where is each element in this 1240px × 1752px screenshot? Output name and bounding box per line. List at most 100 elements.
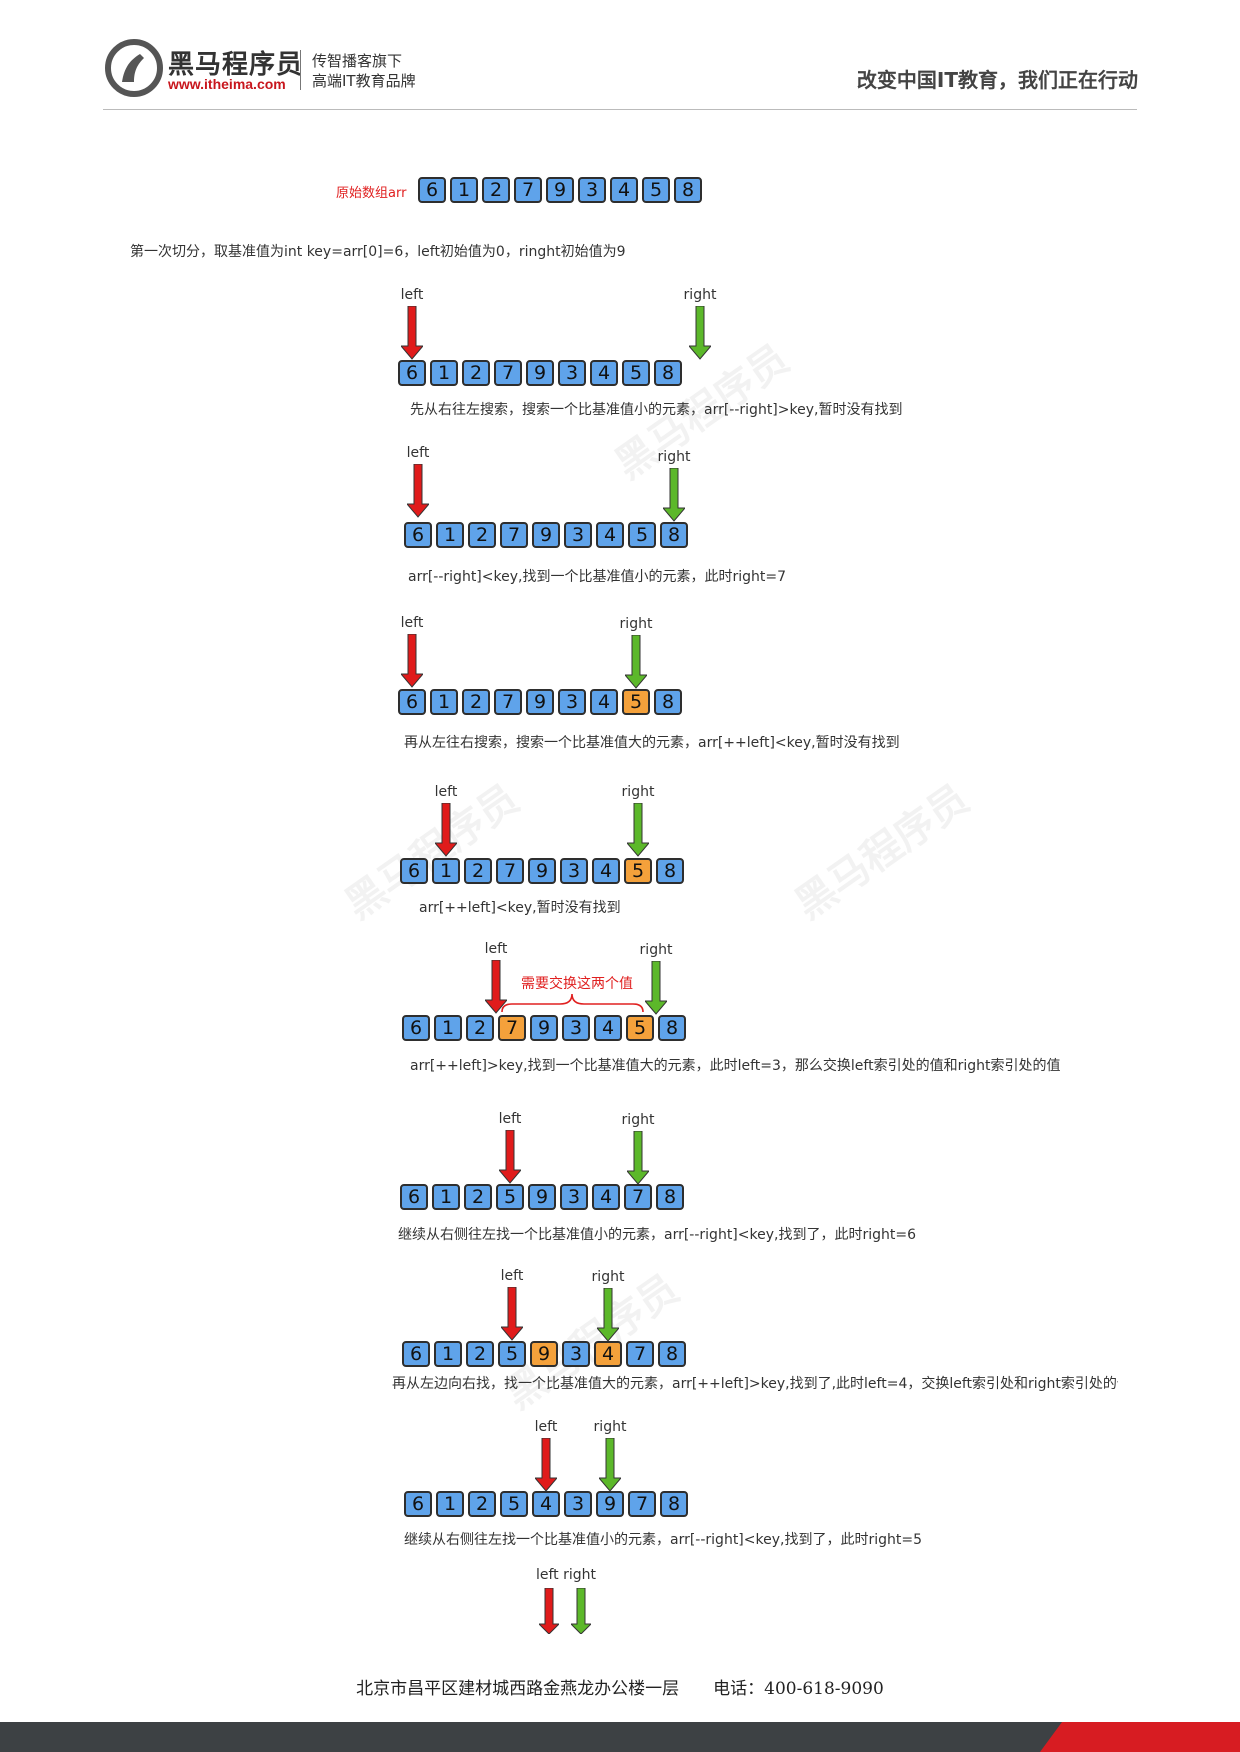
array-cell: 1 xyxy=(432,1184,460,1210)
array-cell: 6 xyxy=(402,1341,430,1367)
array-cell: 1 xyxy=(436,522,464,548)
left-pointer-label: left xyxy=(400,287,424,303)
header-slogan: 改变中国IT教育，我们正在行动 xyxy=(856,68,1138,92)
array-cell: 8 xyxy=(658,1015,686,1041)
final-pointer-label: left right xyxy=(536,1567,597,1583)
step-caption: arr[++left]<key,暂时没有找到 xyxy=(419,900,621,916)
right-arrow-icon xyxy=(627,803,649,857)
array-cell: 5 xyxy=(496,1184,524,1210)
array-cell: 3 xyxy=(562,1341,590,1367)
watermark: 黑马程序员 xyxy=(787,776,978,929)
array-cell: 4 xyxy=(596,522,624,548)
array-cell: 7 xyxy=(496,858,524,884)
right-arrow-icon xyxy=(689,306,711,360)
array-cell: 9 xyxy=(526,360,554,386)
array-cell: 2 xyxy=(468,522,496,548)
array-cell: 6 xyxy=(404,1491,432,1517)
array-cell: 4 xyxy=(590,360,618,386)
array-cell: 7 xyxy=(624,1184,652,1210)
right-pointer: right xyxy=(585,1418,635,1492)
array-cell: 3 xyxy=(558,360,586,386)
left-pointer-label: left xyxy=(500,1268,524,1284)
array-cell: 5 xyxy=(642,177,670,203)
header-divider xyxy=(103,109,1137,110)
right-pointer: right xyxy=(583,1268,633,1342)
right-arrow-icon xyxy=(625,635,647,689)
brand-url[interactable]: www.itheima.com xyxy=(168,76,286,92)
left-arrow-icon xyxy=(407,464,429,518)
array-cell: 2 xyxy=(466,1341,494,1367)
array-cell: 5 xyxy=(626,1015,654,1041)
array-cell: 5 xyxy=(498,1341,526,1367)
right-arrow-icon xyxy=(645,961,667,1015)
right-arrow-icon xyxy=(663,468,685,522)
array-cell: 4 xyxy=(610,177,638,203)
right-arrow-icon xyxy=(627,1131,649,1185)
array-cell: 9 xyxy=(546,177,574,203)
array-cell: 3 xyxy=(578,177,606,203)
right-pointer-label: right xyxy=(657,449,691,465)
array-cell: 5 xyxy=(622,360,650,386)
right-pointer-label: right xyxy=(591,1269,625,1285)
array-cell: 4 xyxy=(594,1015,622,1041)
array-cell: 9 xyxy=(596,1491,624,1517)
array-cell: 7 xyxy=(628,1491,656,1517)
right-pointer-label: right xyxy=(621,784,655,800)
swap-note: 需要交换这两个值 xyxy=(521,976,633,992)
array-cell: 2 xyxy=(468,1491,496,1517)
array-cell: 2 xyxy=(466,1015,494,1041)
right-arrow-icon xyxy=(597,1288,619,1342)
left-pointer-label: left xyxy=(434,784,458,800)
brand-tagline-1: 传智播客旗下 xyxy=(312,52,403,70)
final-right-arrow xyxy=(571,1588,591,1634)
horse-logo-icon xyxy=(105,39,163,97)
array-cell: 6 xyxy=(398,689,426,715)
left-arrow-icon xyxy=(485,960,507,1014)
array-cell: 7 xyxy=(498,1015,526,1041)
footer-bar xyxy=(0,1722,1240,1752)
right-pointer: right xyxy=(649,448,699,522)
array-cell: 8 xyxy=(660,522,688,548)
array-cell: 7 xyxy=(626,1341,654,1367)
brand-divider xyxy=(300,50,301,90)
array-cell: 1 xyxy=(436,1491,464,1517)
step-caption: 再从左边向右找，找一个比基准值大的元素，arr[++left]>key,找到了,… xyxy=(392,1376,1118,1392)
right-pointer: right xyxy=(613,783,663,857)
array-cell: 9 xyxy=(528,858,556,884)
right-pointer: right xyxy=(613,1111,663,1185)
left-arrow-icon xyxy=(401,634,423,688)
array-cell: 4 xyxy=(590,689,618,715)
left-pointer: left xyxy=(521,1418,571,1492)
left-pointer: left xyxy=(485,1110,535,1184)
array-cell: 5 xyxy=(624,858,652,884)
right-pointer: right xyxy=(631,941,681,1015)
left-arrow-icon xyxy=(435,803,457,857)
array-cell: 8 xyxy=(654,360,682,386)
array-cell: 9 xyxy=(530,1015,558,1041)
array-cell: 5 xyxy=(628,522,656,548)
right-arrow-icon xyxy=(599,1438,621,1492)
array-cell: 9 xyxy=(526,689,554,715)
brand-name: 黑马程序员 xyxy=(168,50,304,80)
array-cell: 1 xyxy=(434,1015,462,1041)
array-cell: 4 xyxy=(592,858,620,884)
intro-text: 第一次切分，取基准值为int key=arr[0]=6，left初始值为0，ri… xyxy=(130,244,626,260)
footer-accent xyxy=(1040,1722,1240,1752)
array-cell: 2 xyxy=(462,360,490,386)
right-pointer-label: right xyxy=(621,1112,655,1128)
array-cell: 6 xyxy=(400,858,428,884)
left-pointer: left xyxy=(387,286,437,360)
step-caption: 先从右往左搜索，搜索一个比基准值小的元素，arr[--right]>key,暂时… xyxy=(410,402,903,418)
array-cell: 4 xyxy=(592,1184,620,1210)
array-cell: 7 xyxy=(514,177,542,203)
array-cell: 4 xyxy=(532,1491,560,1517)
array-cell: 8 xyxy=(658,1341,686,1367)
array-cell: 6 xyxy=(402,1015,430,1041)
right-pointer-label: right xyxy=(619,616,653,632)
array-cell: 3 xyxy=(558,689,586,715)
